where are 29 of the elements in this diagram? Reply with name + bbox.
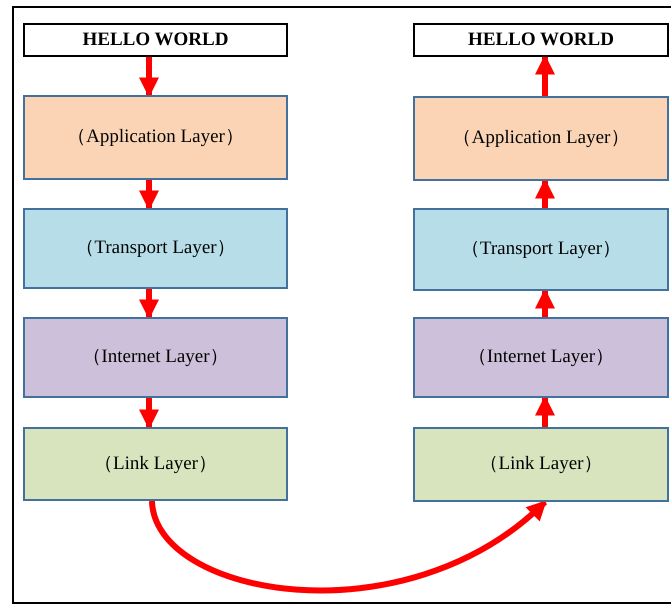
arrow: [139, 180, 159, 210]
arrow: [139, 57, 159, 98]
layer-box: [23, 208, 288, 289]
layer-label: （Internet Layer）: [468, 345, 614, 370]
layer-box: [413, 317, 669, 398]
layer-box: [413, 208, 669, 291]
arrow: [535, 54, 555, 96]
layer-label: （Transport Layer）: [75, 236, 236, 260]
layer-label: （Application Layer）: [67, 125, 244, 150]
arrow: [535, 288, 555, 317]
title-text: HELLO WORLD: [468, 28, 614, 52]
arrow: [139, 398, 159, 430]
layer-box: [23, 317, 288, 398]
layer-box: [23, 427, 288, 501]
arrow: [535, 396, 555, 427]
title-box: [23, 23, 288, 57]
title-box: [413, 23, 669, 57]
layer-box: [413, 427, 669, 502]
arrow: [149, 500, 547, 594]
layer-box: [413, 96, 669, 181]
layer-label: （Internet Layer）: [82, 345, 229, 370]
layer-box: [23, 95, 288, 180]
layer-label: （Application Layer）: [452, 126, 630, 150]
layer-label: （Transport Layer）: [460, 237, 622, 262]
layer-label: （Link Layer）: [480, 452, 602, 476]
arrow: [535, 178, 555, 208]
arrow: [139, 289, 159, 320]
title-text: HELLO WORLD: [82, 28, 228, 52]
layer-label: （Link Layer）: [94, 452, 217, 476]
